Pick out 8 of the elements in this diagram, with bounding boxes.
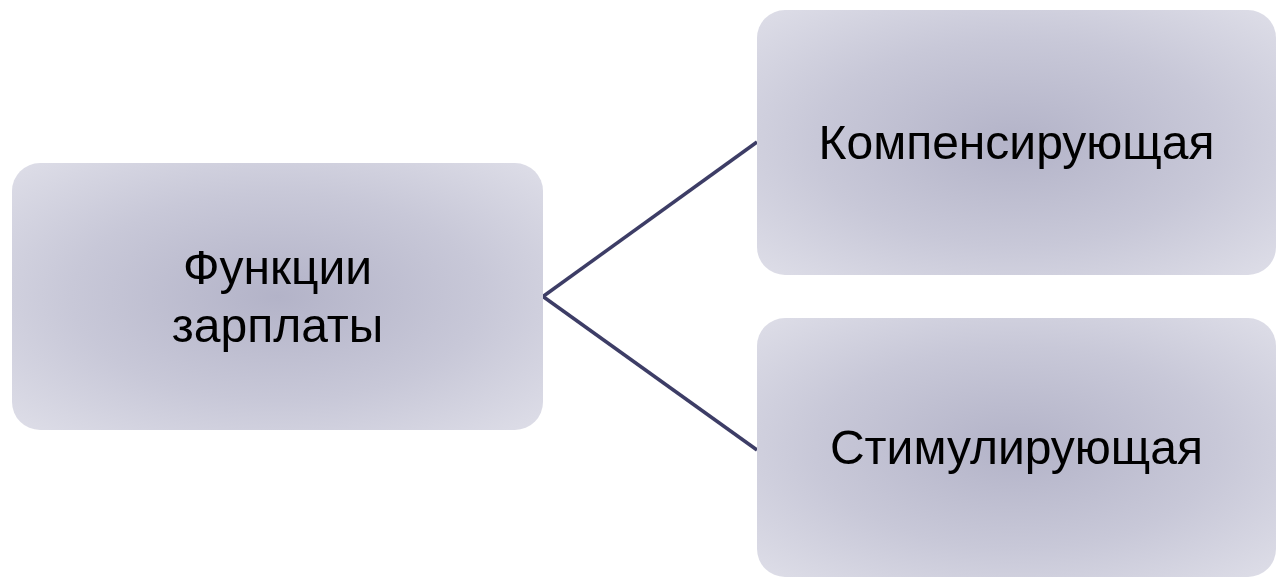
rounded-box	[757, 10, 1276, 275]
rounded-box	[12, 163, 543, 430]
box-label: Функции зарплаты	[170, 239, 385, 354]
box-label: Стимулирующая	[829, 419, 1204, 476]
connector-line	[541, 140, 759, 298]
rounded-box	[757, 318, 1276, 577]
connector-line	[542, 295, 758, 452]
box-label: Компенсирующая	[818, 114, 1215, 171]
